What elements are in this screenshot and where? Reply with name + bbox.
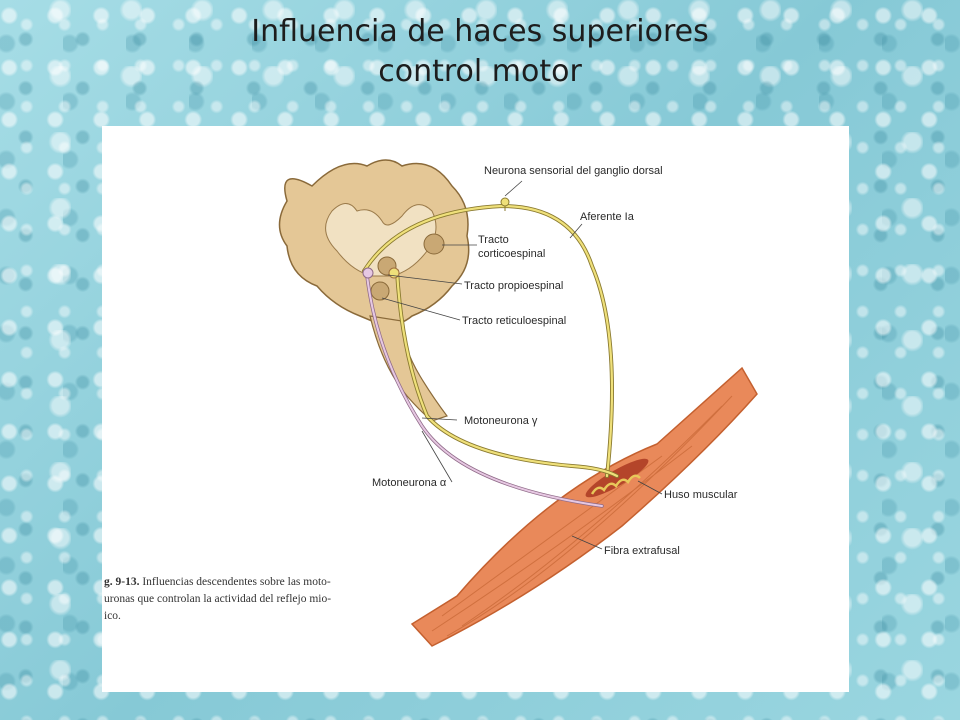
title-line-2: control motor <box>378 54 582 89</box>
label-afferent: Aferente Ia <box>580 211 635 223</box>
label-gamma-motoneuron: Motoneurona γ <box>464 415 538 427</box>
dorsal-ganglion-neuron <box>500 197 510 207</box>
alpha-motoneuron-body <box>362 267 374 279</box>
label-reticulospinal: Tracto reticuloespinal <box>462 315 566 327</box>
spinal-cord-illustration <box>278 159 470 422</box>
caption-figure-number: g. 9-13. <box>104 576 140 588</box>
caption-line-1-text: Influencias descendentes sobre las moto- <box>139 576 331 588</box>
caption-line-1: g. 9-13. Influencias descendentes sobre … <box>104 574 374 591</box>
label-extrafusal-fiber: Fibra extrafusal <box>604 545 680 557</box>
label-muscle-spindle: Huso muscular <box>664 489 738 501</box>
label-alpha-motoneuron: Motoneurona α <box>372 477 447 489</box>
label-propiospinal: Tracto propioespinal <box>464 280 563 292</box>
label-corticospinal-2: corticoespinal <box>478 248 545 260</box>
title-line-1: Influencia de haces superiores <box>251 14 709 49</box>
nerve-fibers <box>362 203 619 508</box>
leader-lines <box>381 180 663 550</box>
muscle-illustration <box>410 366 758 647</box>
label-sensory-neuron: Neurona sensorial del ganglio dorsal <box>484 165 663 177</box>
reflex-diagram: Neurona sensorial del ganglio dorsal Afe… <box>278 159 758 647</box>
figure-panel: Neurona sensorial del ganglio dorsal Afe… <box>102 126 849 692</box>
caption-line-2: uronas que controlan la actividad del re… <box>104 593 332 605</box>
caption-line-3: ico. <box>104 610 121 622</box>
figure-caption: g. 9-13. Influencias descendentes sobre … <box>104 574 374 625</box>
slide-title: Influencia de haces superiores control m… <box>0 12 960 92</box>
label-corticospinal-1: Tracto <box>478 234 509 246</box>
